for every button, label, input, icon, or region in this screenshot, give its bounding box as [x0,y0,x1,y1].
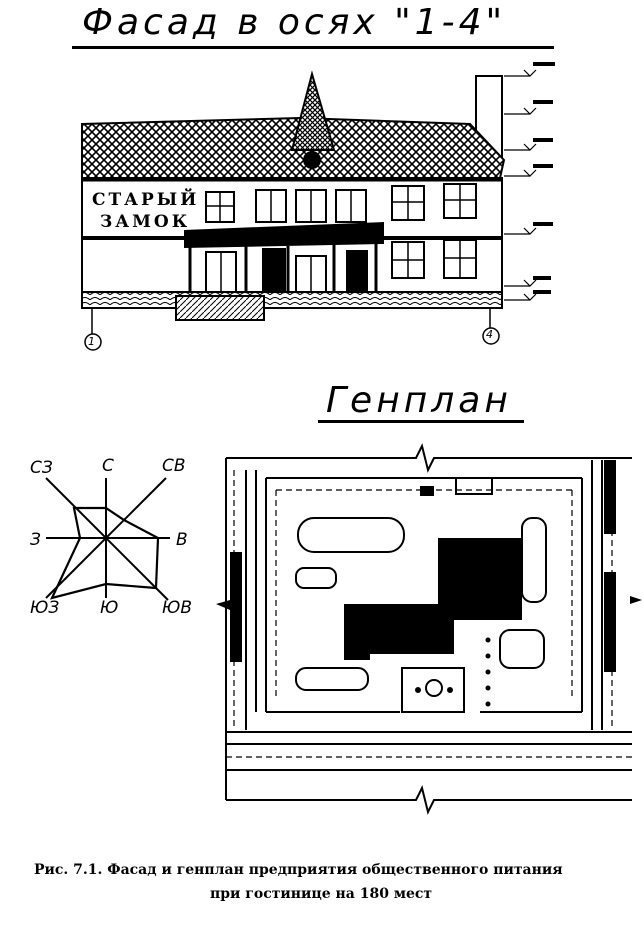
main-building [344,538,522,660]
entrance-door [262,248,286,296]
wind-label-ne: СВ [162,456,186,476]
figure-caption-line-2: при гостинице на 180 мест [210,886,433,902]
sign-line-1: СТАРЫЙ [92,190,200,210]
facade-title: Фасад в осях "1-4" [82,2,507,43]
wind-label-sw: ЮЗ [30,598,60,618]
axis-label-1: 1 [88,335,95,348]
spire-window [303,151,321,169]
level-marks [504,69,537,301]
sign-line-2: ЗАМОК [100,212,191,232]
columns [188,244,378,296]
facade-title-underline [72,46,554,49]
wind-rose-polygon [50,506,160,600]
wind-label-nw: СЗ [30,458,53,478]
steps [175,295,265,321]
wind-label-e: В [176,530,188,550]
portico-roof [184,222,384,248]
figure-caption-line-1: Рис. 7.1. Фасад и генплан предприятия об… [34,862,563,878]
wind-label-w: З [30,530,41,550]
spire [290,70,336,151]
wind-label-s: Ю [100,598,119,618]
genplan-title: Генплан [326,380,512,421]
axis-markers [84,308,500,351]
wind-label-se: ЮВ [162,598,193,618]
genplan-title-underline [318,420,524,423]
axis-label-4: 4 [486,328,493,341]
wind-label-n: С [102,456,114,476]
